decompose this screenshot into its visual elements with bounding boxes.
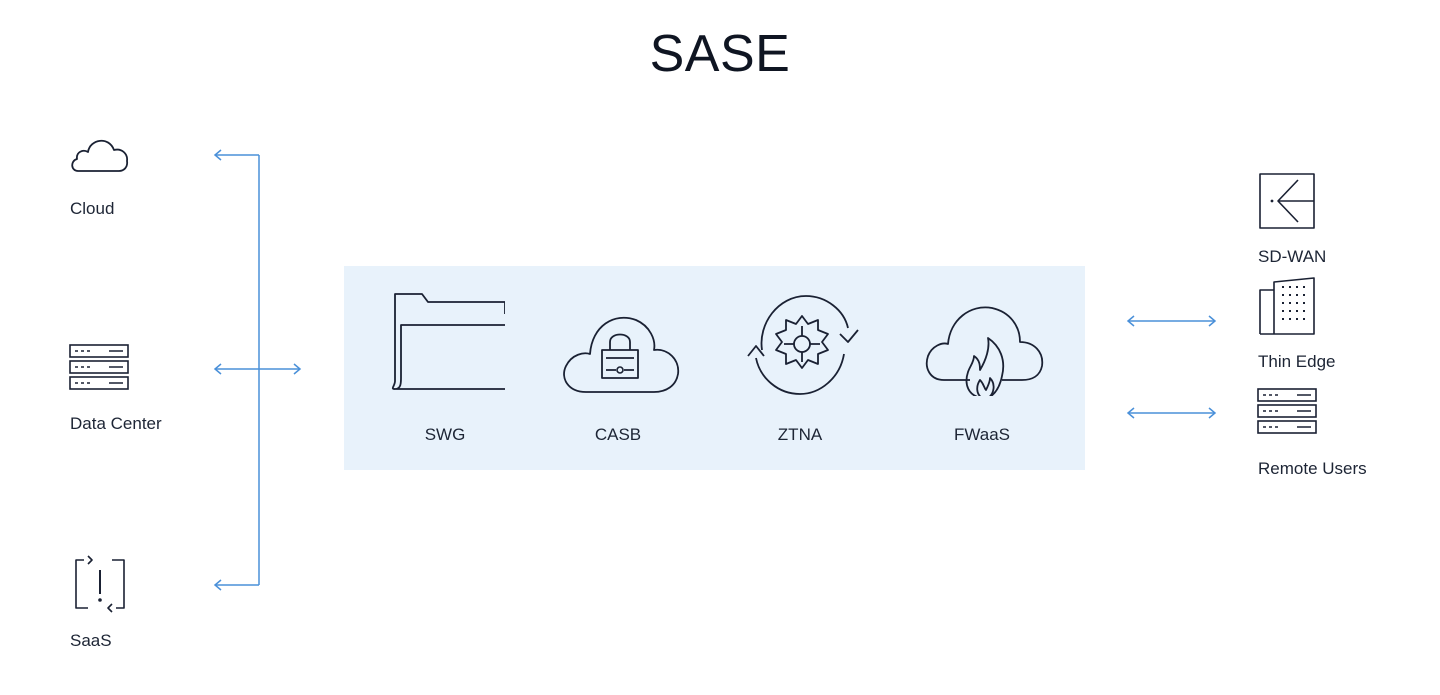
diagram-title: SASE <box>649 25 791 83</box>
fwaas-label: FWaaS <box>953 425 1011 444</box>
data-center-label: Data Center <box>70 414 162 433</box>
cloud-icon <box>71 139 129 172</box>
server-rack-icon <box>69 344 129 390</box>
sase-services-panel: SWG CASB ZTNA <box>344 266 1085 470</box>
service-ztna: ZTNA <box>720 266 880 470</box>
casb-label: CASB <box>594 425 642 444</box>
server-rack-icon <box>1257 388 1317 434</box>
cloud-lock-icon <box>563 316 680 393</box>
data-center-node <box>68 342 132 394</box>
saas-node <box>72 554 128 614</box>
saas-alert-icon <box>75 555 125 613</box>
cloud-node <box>68 130 132 176</box>
sd-wan-label: SD-WAN <box>1258 247 1327 266</box>
remote-users-node <box>1256 386 1320 438</box>
service-swg: SWG <box>365 266 525 470</box>
sdwan-icon <box>1259 173 1315 229</box>
cloud-label: Cloud <box>70 199 115 218</box>
folder-icon <box>391 293 505 390</box>
swg-label: SWG <box>424 425 466 444</box>
ztna-label: ZTNA <box>777 425 823 444</box>
shield-cycle-icon <box>747 295 859 395</box>
saas-label: SaaS <box>70 631 112 650</box>
cloud-fire-icon <box>925 306 1044 396</box>
building-icon <box>1259 277 1315 335</box>
service-casb: CASB <box>538 266 698 470</box>
sd-wan-node <box>1256 170 1320 232</box>
service-fwaas: FWaaS <box>902 266 1062 470</box>
thin-edge-label: Thin Edge <box>1258 352 1336 371</box>
thin-edge-node <box>1256 276 1320 338</box>
remote-users-label: Remote Users <box>1258 459 1367 478</box>
